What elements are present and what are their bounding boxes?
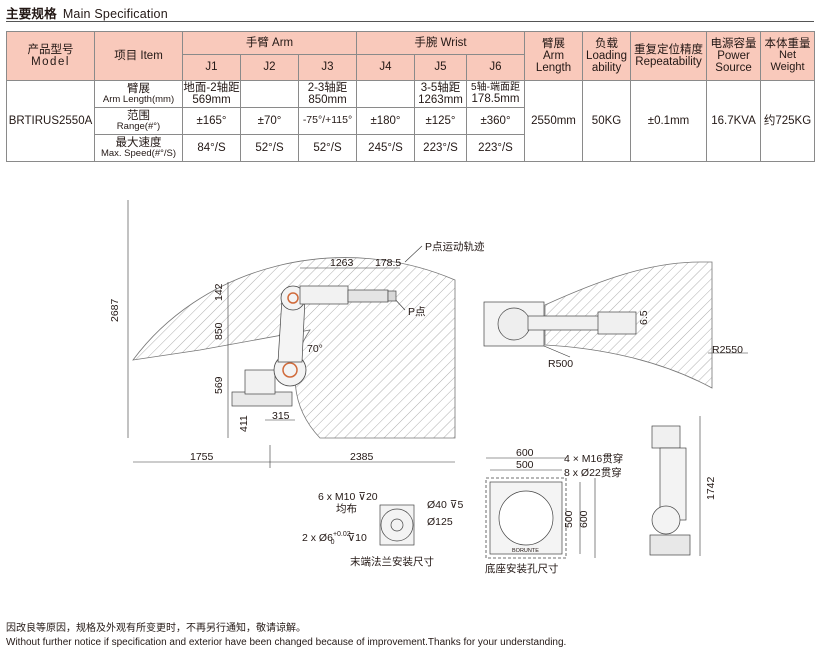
- speed-j3: 52°/S: [298, 134, 357, 162]
- base-caption: 底座安装孔尺寸: [485, 562, 559, 575]
- title-cn: 主要规格: [6, 6, 57, 21]
- front-view: 1742: [649, 416, 717, 556]
- speed-j6: 223°/S: [465, 134, 526, 162]
- base-600-v: 600: [578, 510, 590, 528]
- range-j1: ±165°: [182, 107, 241, 135]
- dim-411: 411: [238, 415, 250, 432]
- flange-d125: Ø125: [427, 516, 453, 528]
- title-rule: [6, 21, 814, 22]
- base-holes: 8 x Ø22贯穿: [564, 466, 622, 479]
- load-value: 50KG: [582, 80, 632, 162]
- range-j3: -75°/+115°: [298, 107, 357, 135]
- range-j6: ±360°: [465, 107, 526, 135]
- footer-cn: 因改良等原因，规格及外观有所变更时，不再另行通知，敬请谅解。: [6, 623, 306, 634]
- speed-j1: 84°/S: [182, 134, 241, 162]
- p-point-label: P点: [408, 306, 426, 318]
- range-j4: ±180°: [356, 107, 415, 135]
- speed-j5: 223°/S: [414, 134, 467, 162]
- page-title: 主要规格 Main Specification: [6, 3, 168, 22]
- header-arm: 手臂 Arm: [182, 31, 357, 55]
- dim-2385: 2385: [350, 451, 374, 463]
- header-j2: J2: [240, 54, 299, 81]
- header-j3: J3: [298, 54, 357, 81]
- arm-length-value: 2550mm: [524, 80, 584, 162]
- footer-en: Without further notice if specification …: [6, 636, 567, 648]
- base-500-v: 500: [563, 510, 575, 528]
- r2550-label: R2550: [712, 344, 743, 356]
- flange-even: 均布: [336, 503, 357, 515]
- dim-315: 315: [272, 410, 290, 422]
- dim-142: 142: [213, 283, 225, 301]
- dim-1263: 1263: [330, 257, 354, 269]
- top-view: 6.5 R500 R2550: [483, 261, 748, 389]
- dim-1755: 1755: [190, 451, 214, 463]
- range-j2: ±70°: [240, 107, 299, 135]
- speed-j4: 245°/S: [356, 134, 415, 162]
- flange-caption: 末端法兰安装尺寸: [350, 555, 434, 568]
- speed-j2: 52°/S: [240, 134, 299, 162]
- dim-850: 850: [213, 322, 225, 340]
- base-500-h: 500: [516, 459, 534, 471]
- model-cell: BRTIRUS2550A: [6, 80, 95, 162]
- flange-d40: Ø40 ⊽5: [427, 499, 463, 511]
- base-drawing: BORUNTE 600 500 500 600 4 × M16贯穿 8 x Ø2…: [485, 447, 623, 575]
- title-en: Main Specification: [62, 7, 168, 21]
- dim-569: 569: [213, 376, 225, 394]
- arm-length-j2: [240, 80, 299, 108]
- footer-note: 因改良等原因，规格及外观有所变更时，不再另行通知，敬请谅解。 Without f…: [6, 622, 566, 649]
- technical-drawings: P点运动轨迹 P点 2687 142 850 569 411 1263 178.…: [109, 200, 748, 575]
- header-j5: J5: [414, 54, 467, 81]
- angle-70: 70°: [307, 343, 323, 355]
- dim-2687: 2687: [109, 298, 121, 322]
- r500-label: R500: [548, 358, 573, 370]
- header-j1: J1: [182, 54, 241, 81]
- p-trajectory-label: P点运动轨迹: [425, 240, 485, 253]
- dim-178-5: 178.5: [375, 257, 401, 269]
- robot-side: [231, 285, 397, 407]
- base-bolt: 4 × M16贯穿: [564, 452, 623, 465]
- header-item: 项目 Item: [94, 31, 183, 81]
- range-j5: ±125°: [414, 107, 467, 135]
- header-wrist: 手腕 Wrist: [355, 31, 526, 55]
- side-view: P点运动轨迹 P点 2687 142 850 569 411 1263 178.…: [109, 200, 485, 468]
- flange-holes: 6 x M10 ⊽20: [318, 491, 378, 503]
- repeatability-value: ±0.1mm: [630, 80, 708, 162]
- header-j6: J6: [465, 54, 526, 81]
- dim-6-5: 6.5: [638, 310, 650, 325]
- weight-value: 约725KG: [760, 80, 816, 162]
- base-600-h: 600: [516, 447, 534, 459]
- base-brand: BORUNTE: [512, 548, 539, 554]
- dim-1742: 1742: [705, 476, 717, 500]
- arm-length-j4: [356, 80, 415, 108]
- header-j4: J4: [356, 54, 415, 81]
- power-value: 16.7KVA: [706, 80, 762, 162]
